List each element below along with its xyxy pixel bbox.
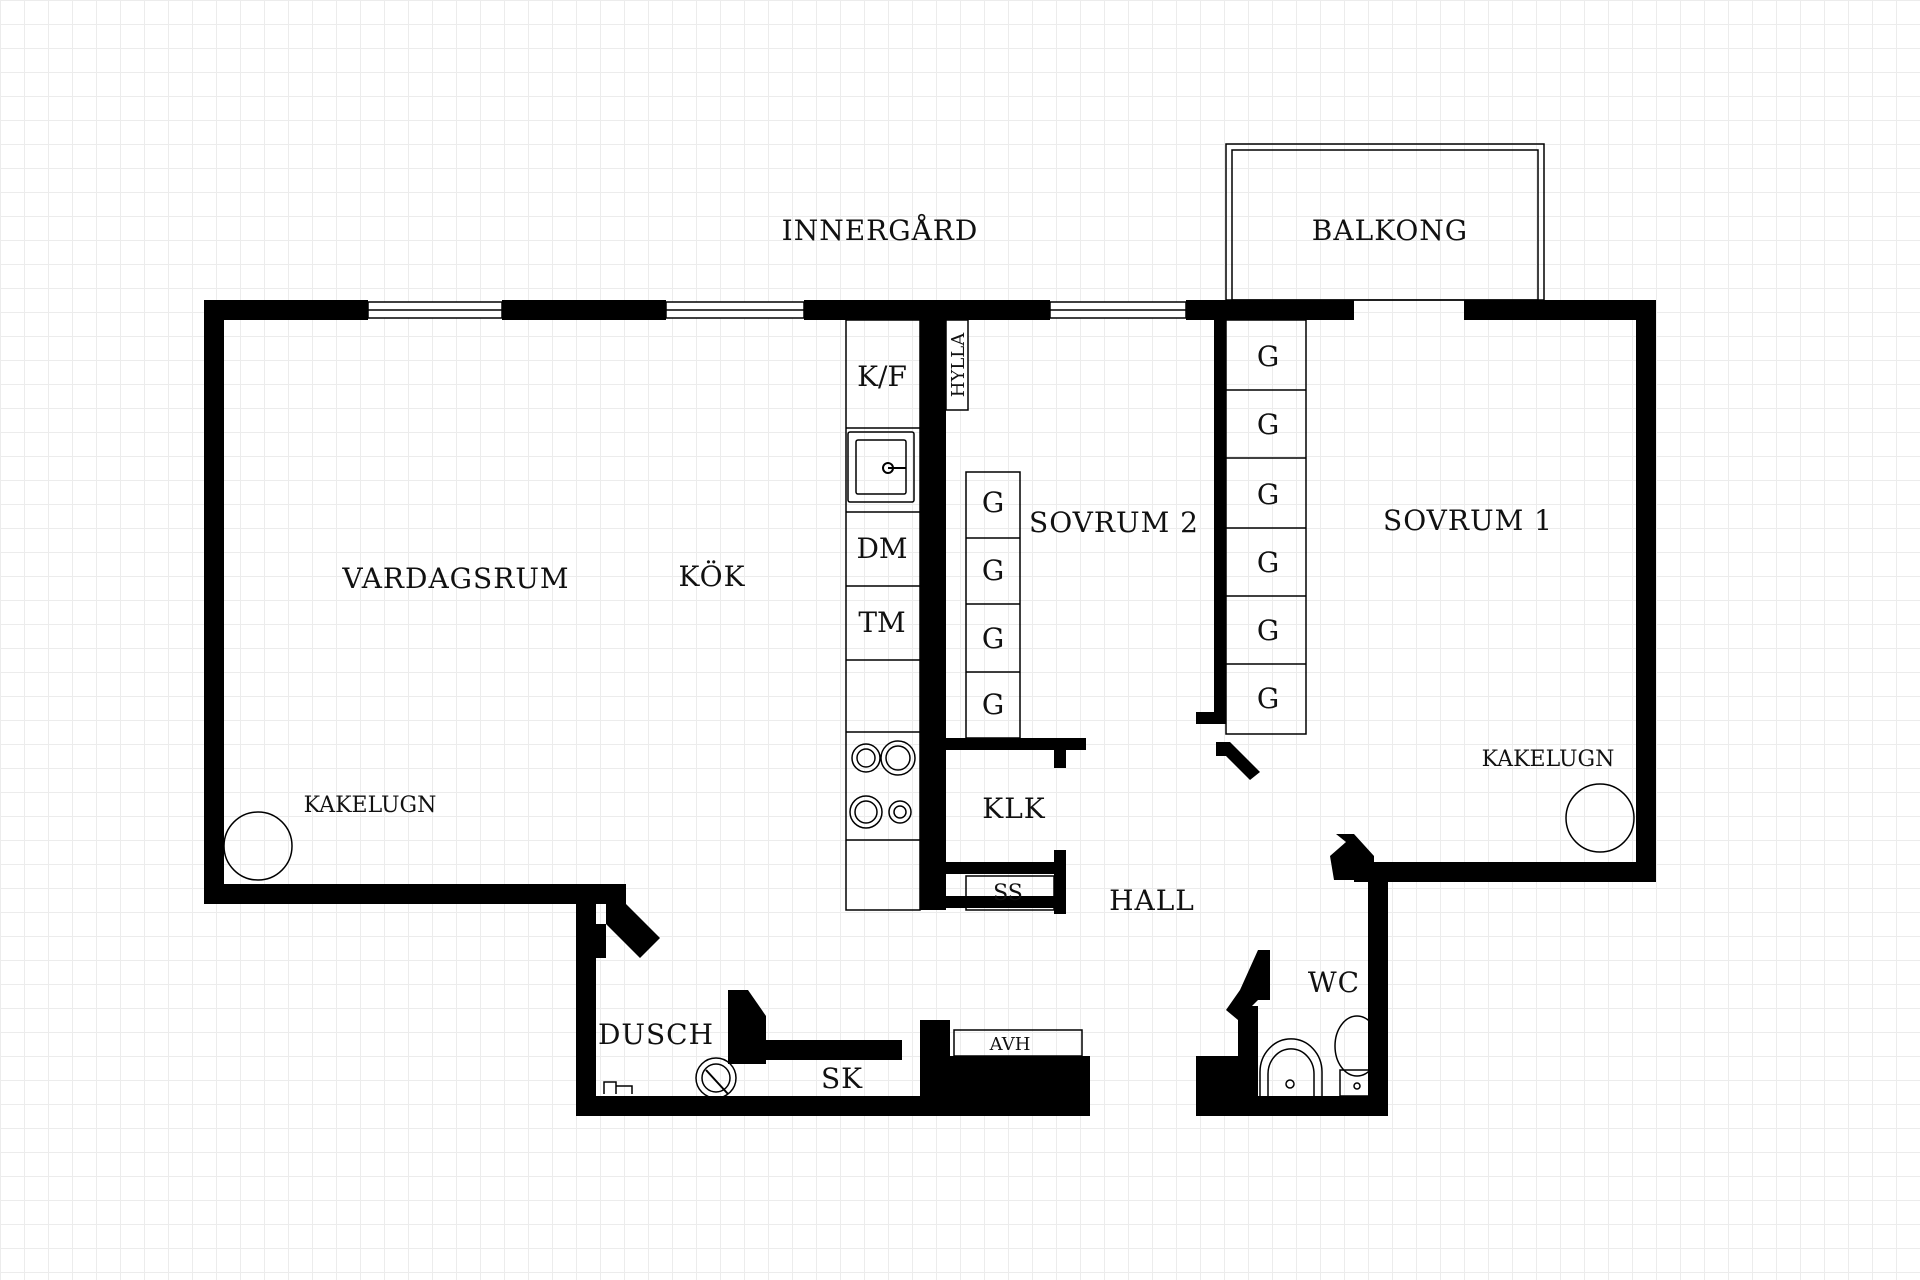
tiled-stove-left-label: KAKELUGN [304, 793, 437, 818]
tiled-stoves [223, 783, 1635, 881]
small-closets [953, 875, 1083, 1057]
balcony-label: BALKONG [1312, 214, 1468, 247]
wardrobe-label: G [982, 622, 1004, 655]
hall-label: HALL [1109, 884, 1195, 917]
wardrobe-label: G [1257, 478, 1279, 511]
dishwasher-label: DM [856, 532, 907, 565]
wardrobe-column-bedroom-1 [1225, 319, 1307, 735]
wardrobe-label: G [982, 554, 1004, 587]
bathroom-fixtures [603, 1015, 1380, 1099]
shelf-label: HYLLA [948, 332, 969, 397]
tiled-stove-left [223, 811, 293, 881]
kitchen-label: KÖK [678, 559, 745, 593]
tiled-stove-right [1565, 783, 1635, 853]
wardrobe-label: G [1257, 546, 1279, 579]
bedroom-1-label: SOVRUM 1 [1383, 504, 1553, 537]
courtyard-label: INNERGÅRD [782, 214, 979, 247]
shower-label: DUSCH [598, 1018, 714, 1051]
wardrobe-label: G [1257, 408, 1279, 441]
walls [204, 300, 1656, 1116]
dryer-label: TM [858, 606, 905, 639]
wardrobe-label: G [982, 688, 1004, 721]
fridge-freezer-label: K/F [857, 360, 907, 393]
wardrobe-label: G [1257, 682, 1279, 715]
wardrobe-column-bedroom-2 [965, 471, 1021, 739]
windows [367, 301, 1187, 319]
wardrobe-label: G [1257, 614, 1279, 647]
kitchen-units [845, 319, 921, 911]
labels: INNERGÅRD BALKONG VARDAGSRUM KÖK SOVRUM … [304, 214, 1615, 1095]
bedroom-2-label: SOVRUM 2 [1029, 506, 1199, 539]
wardrobe-label: G [982, 486, 1004, 519]
wc-label: WC [1308, 966, 1360, 999]
tiled-stove-right-label: KAKELUGN [1482, 747, 1615, 772]
shelf: HYLLA [945, 319, 969, 411]
drying-rack-label: AVH [989, 1034, 1031, 1055]
closet-sk-label: SK [821, 1062, 863, 1095]
wardrobe-label: G [1257, 340, 1279, 373]
balcony [1225, 143, 1545, 301]
closet-ss-label: SS [993, 881, 1023, 906]
closet-klk-label: KLK [982, 792, 1046, 825]
living-room-label: VARDAGSRUM [341, 562, 569, 595]
